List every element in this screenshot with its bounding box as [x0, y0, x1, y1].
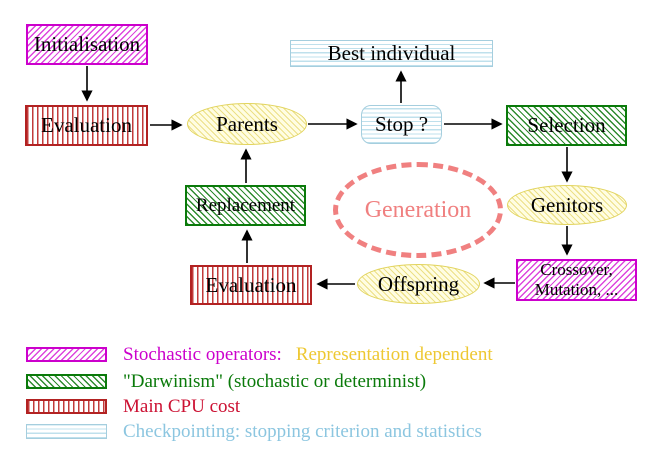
node-evaluation-bottom[interactable]: Evaluation [190, 265, 312, 305]
legend-swatch-main-cpu-cost [26, 399, 107, 414]
legend-label-main-cpu-cost: Main CPU cost [123, 396, 241, 417]
node-best-individual[interactable]: Best individual [290, 40, 493, 67]
node-stop[interactable]: Stop ? [361, 105, 442, 144]
node-generation: Generation [333, 162, 503, 258]
legend-text-representation: Representation dependent [295, 344, 493, 365]
legend-label-stochastic-operators: Stochastic operators: Representation depe… [123, 344, 493, 366]
legend-label-darwinism: "Darwinism" (stochastic or determinist) [123, 371, 427, 392]
node-initialisation[interactable]: Initialisation [26, 24, 148, 65]
legend-swatch-stochastic-operators [26, 347, 107, 362]
node-parents[interactable]: Parents [187, 103, 307, 145]
node-genitors[interactable]: Genitors [507, 185, 627, 225]
legend-swatch-darwinism [26, 374, 107, 389]
node-crossover-mutation[interactable]: Crossover, Mutation, ... [516, 259, 637, 301]
node-selection[interactable]: Selection [506, 105, 627, 146]
crossover-line2: Mutation, ... [534, 280, 619, 299]
node-offspring[interactable]: Offspring [357, 264, 480, 304]
legend-text-stochastic: Stochastic operators: [123, 344, 282, 365]
node-replacement[interactable]: Replacement [185, 185, 306, 226]
legend-swatch-checkpointing [26, 424, 107, 439]
crossover-line1: Crossover, [540, 260, 613, 280]
node-evaluation-top[interactable]: Evaluation [25, 105, 148, 146]
legend-label-checkpointing: Checkpointing: stopping criterion and st… [123, 421, 482, 442]
